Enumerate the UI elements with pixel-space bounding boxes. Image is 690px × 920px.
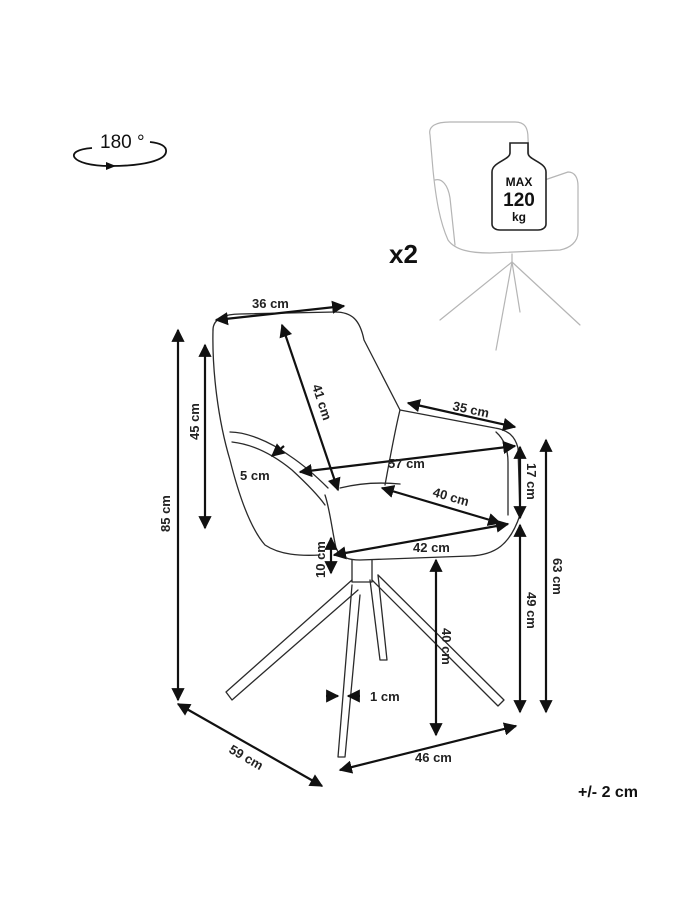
dim-seat-thickness: 10 cm <box>313 541 328 578</box>
weight-max-label: MAX <box>506 175 533 189</box>
dim-leg-width: 1 cm <box>370 689 400 704</box>
dim-seat-height: 49 cm <box>524 592 539 629</box>
dim-seat-height-total: 63 cm <box>550 558 565 595</box>
rotation-label: 180 ° <box>100 132 145 153</box>
weight-value: 120 <box>503 190 535 211</box>
dim-base-width: 46 cm <box>415 750 452 765</box>
dim-armrest-thickness: 5 cm <box>240 468 270 483</box>
rotation-arrow-icon <box>72 141 167 167</box>
weight-unit: kg <box>512 210 526 224</box>
dim-armrest-height: 17 cm <box>524 463 539 500</box>
dim-back-height: 45 cm <box>187 403 202 440</box>
max-weight-badge: MAX 120 kg <box>491 142 547 231</box>
tolerance-note: +/- 2 cm <box>578 784 638 801</box>
dim-armrest-length: 35 cm <box>451 398 490 420</box>
rotation-indicator: 180 ° <box>72 132 167 170</box>
ghost-chair <box>429 121 581 351</box>
dimension-arrows <box>171 300 553 787</box>
dim-inner-width: 57 cm <box>388 456 425 471</box>
dim-seat-width: 42 cm <box>413 540 450 555</box>
dim-back-top-width: 36 cm <box>252 296 289 311</box>
dim-total-height: 85 cm <box>158 495 173 532</box>
dimension-labels: 36 cm 45 cm 85 cm 41 cm 35 cm 5 cm 57 cm… <box>158 296 565 773</box>
dim-leg-height: 40 cm <box>439 628 454 665</box>
chair-outline <box>212 311 521 758</box>
dim-base-depth: 59 cm <box>227 742 266 773</box>
quantity-label: x2 <box>389 239 418 269</box>
